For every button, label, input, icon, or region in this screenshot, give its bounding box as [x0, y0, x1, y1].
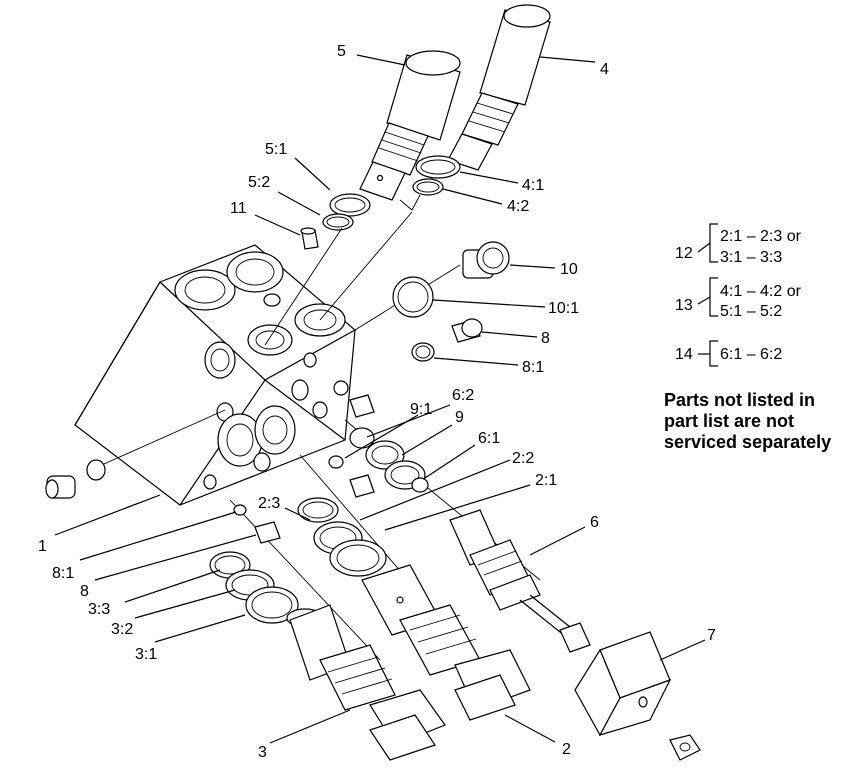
- note-line-1: Parts not listed in: [664, 390, 815, 410]
- leader-lines: [54, 54, 706, 744]
- callout-8-lower: 8: [80, 583, 89, 600]
- service-note: Parts not listed in part list are not se…: [664, 390, 831, 452]
- callout-labels: 5 4 5:1 5:2 11 4:1 4:2 10 10:1 8 8:1 9:1…: [38, 43, 716, 761]
- plug-8-upper: [451, 318, 483, 343]
- callout-5-1: 5:1: [265, 141, 287, 158]
- callout-11: 11: [230, 200, 247, 217]
- seal-ring-10-1: [392, 276, 434, 318]
- seal-ring-5-1: [329, 193, 371, 217]
- kit-number: 14: [675, 346, 693, 363]
- valve-cartridge-4: [447, 4, 551, 171]
- callout-3-3: 3:3: [88, 601, 110, 618]
- manifold-block: [74, 244, 357, 506]
- callout-8-1-lower: 8:1: [52, 565, 74, 582]
- callout-9-1: 9:1: [410, 401, 432, 418]
- seal-ring-4-1: [415, 155, 461, 179]
- seal-ring-8-1-upper: [411, 342, 435, 362]
- callout-1: 1: [38, 538, 47, 555]
- callout-6-1: 6:1: [478, 430, 500, 447]
- seal-ring-4-2: [412, 178, 444, 196]
- kit-line-1: 4:1 – 4:2 or: [720, 283, 802, 300]
- callout-2-1: 2:1: [535, 472, 557, 489]
- plug-10: [462, 241, 510, 279]
- callout-10-1: 10:1: [548, 300, 579, 317]
- kit-number: 13: [675, 297, 693, 314]
- note-line-3: serviced separately: [664, 432, 831, 452]
- callout-5-2: 5:2: [248, 174, 270, 191]
- port-plug-left: [45, 459, 106, 499]
- set-screw-11: [300, 227, 319, 250]
- callout-7: 7: [707, 627, 716, 644]
- callout-8-1: 8:1: [522, 359, 544, 376]
- kit-legend: 12 2:1 – 2:3 or 3:1 – 3:3 13 4:1 – 4:2 o…: [675, 223, 802, 367]
- kit-line-2: 3:1 – 3:3: [720, 249, 782, 266]
- callout-4-2: 4:2: [507, 198, 529, 215]
- kit-line-1: 6:1 – 6:2: [720, 346, 782, 363]
- note-line-2: part list are not: [664, 411, 794, 431]
- seal-rings-2: [297, 497, 387, 577]
- cap-7: [574, 631, 701, 761]
- callout-3: 3: [258, 744, 267, 761]
- callout-4: 4: [600, 61, 609, 78]
- valve-cartridge-3: [286, 604, 446, 761]
- callout-2-2: 2:2: [512, 450, 534, 467]
- callout-3-2: 3:2: [111, 621, 133, 638]
- callout-9: 9: [455, 409, 464, 426]
- kit-number: 12: [675, 245, 693, 262]
- callout-6: 6: [590, 514, 599, 531]
- kit-14: 14 6:1 – 6:2: [675, 340, 782, 367]
- small-parts-cluster: [233, 380, 429, 544]
- valve-cartridge-6: [449, 509, 591, 653]
- kit-line-1: 2:1 – 2:3 or: [720, 228, 802, 245]
- callout-5: 5: [337, 43, 346, 60]
- callout-10: 10: [560, 261, 578, 278]
- valve-cartridge-2: [361, 564, 531, 721]
- callout-6-2: 6:2: [452, 387, 474, 404]
- callout-8: 8: [541, 330, 550, 347]
- callout-3-1: 3:1: [135, 646, 157, 663]
- valve-cartridge-5: [359, 50, 461, 201]
- seal-ring-5-2: [322, 213, 354, 231]
- callout-2-3: 2:3: [258, 495, 280, 512]
- callout-2: 2: [562, 741, 571, 758]
- kit-12: 12 2:1 – 2:3 or 3:1 – 3:3: [675, 223, 802, 266]
- seal-rings-3: [209, 551, 299, 624]
- callout-4-1: 4:1: [522, 177, 544, 194]
- kit-13: 13 4:1 – 4:2 or 5:1 – 5:2: [675, 277, 802, 320]
- kit-line-2: 5:1 – 5:2: [720, 303, 782, 320]
